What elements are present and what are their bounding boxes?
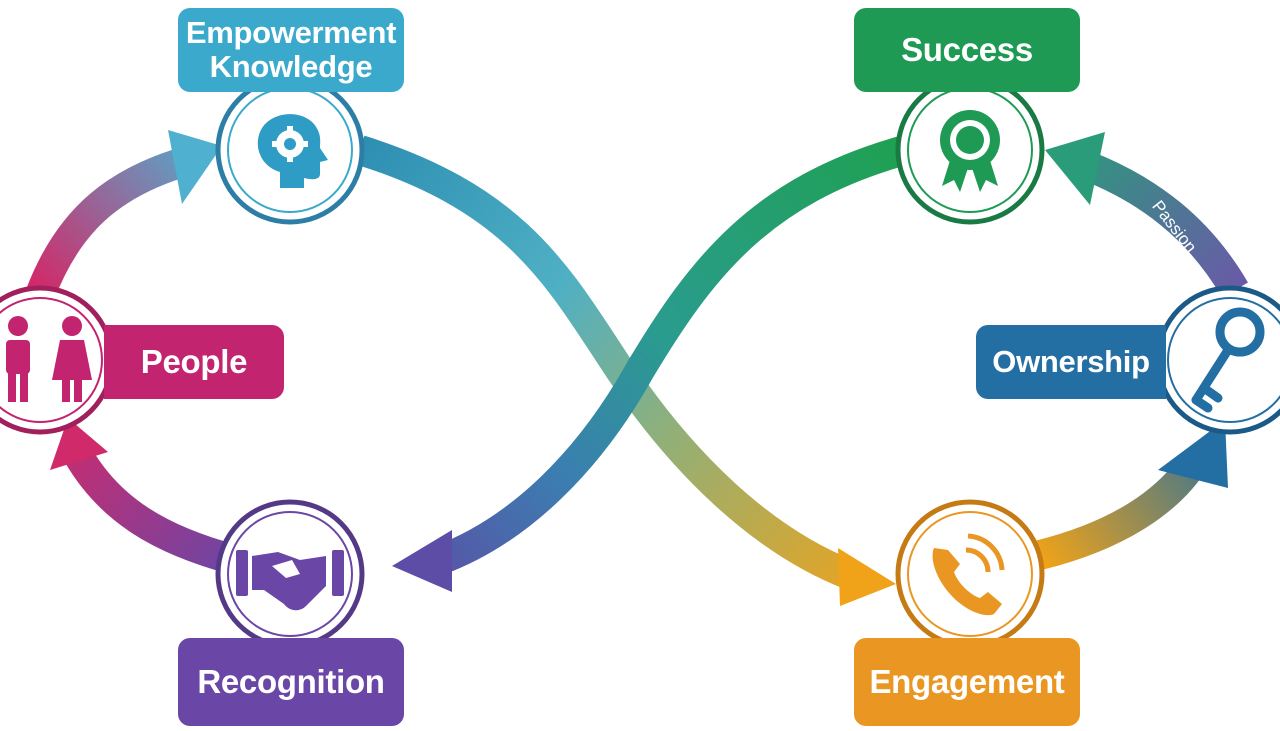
label-people-text: People: [140, 342, 248, 380]
arrow-head-people: [50, 418, 108, 470]
arrow-head-recognition: [392, 530, 452, 592]
node-success: [895, 75, 1045, 225]
node-ownership: [1155, 285, 1280, 435]
people-icon: [6, 316, 92, 402]
label-recognition-text: Recognition: [197, 662, 385, 700]
label-recognition: Recognition: [178, 638, 404, 726]
arrow-head-empowerment: [168, 130, 222, 204]
handshake-icon: [236, 550, 344, 611]
arc-ownership-to-success: [1079, 151, 1248, 298]
arc-engagement-to-ownership: [1036, 451, 1208, 570]
award-ribbon-icon: [940, 110, 1000, 192]
node-recognition: [215, 499, 365, 649]
label-line-empowerment: Empowerment: [185, 14, 397, 50]
label-engagement: Engagement: [854, 638, 1080, 726]
arrow-head-engagement: [838, 548, 896, 606]
arc-people-to-empowerment: [25, 145, 195, 301]
node-people: [0, 285, 115, 435]
label-success-text: Success: [901, 30, 1033, 68]
key-icon: [1191, 307, 1265, 413]
band-success-to-recognition: [434, 135, 909, 575]
label-empowerment-knowledge: Empowerment Knowledge: [178, 8, 404, 92]
node-engagement: [895, 499, 1045, 649]
label-engagement-text: Engagement: [869, 662, 1065, 700]
band-empowerment-to-engagement: [355, 135, 856, 589]
head-gear-icon: [257, 114, 328, 188]
phone-signal-icon: [932, 533, 1005, 616]
label-ownership: Ownership: [976, 325, 1166, 399]
arc-recognition-to-people: [65, 447, 239, 575]
arrow-head-ownership: [1158, 420, 1228, 488]
label-ownership-text: Ownership: [992, 343, 1150, 379]
label-line-knowledge: Knowledge: [209, 49, 373, 84]
arrow-head-success: [1045, 132, 1105, 205]
node-empowerment: [215, 75, 365, 225]
label-people: People: [104, 325, 284, 399]
label-success: Success: [854, 8, 1080, 92]
